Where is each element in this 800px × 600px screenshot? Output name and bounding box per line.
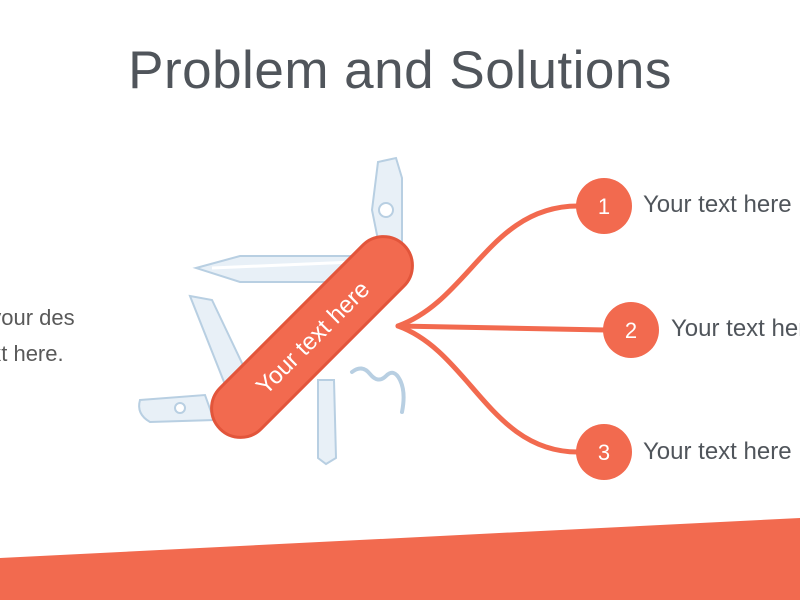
solution-marker-2 <box>603 302 659 358</box>
knife-handle-body <box>211 236 413 438</box>
problem-description: t your des ext here. <box>0 300 138 372</box>
connector-branch-3 <box>395 323 581 455</box>
bottle-opener-hole <box>378 202 394 218</box>
solution-markers: 1 2 3 <box>576 178 659 480</box>
solution-marker-3 <box>576 424 632 480</box>
connector-branch-2 <box>395 323 609 333</box>
main-blade-shine <box>211 260 355 270</box>
can-opener-hole <box>174 402 186 414</box>
solution-text-2: Your text here <box>671 315 800 342</box>
connector-branches <box>395 203 609 455</box>
slide-title: Problem and Solutions <box>128 41 672 100</box>
solution-text-1: Your text here <box>643 191 792 218</box>
connector-branch-1 <box>395 203 581 329</box>
solution-text-3: Your text here <box>643 438 792 465</box>
solution-number-1: 1 <box>598 194 610 219</box>
problem-description-line-2: ext here. <box>0 341 64 366</box>
knife-handle-outline <box>210 235 414 439</box>
solution-number-3: 3 <box>598 440 610 465</box>
solution-number-2: 2 <box>625 318 637 343</box>
corkscrew <box>350 366 406 414</box>
bottom-accent-band <box>0 518 800 600</box>
problem-description-line-1: t your des <box>0 305 75 330</box>
knife-tools-illustration <box>138 156 406 466</box>
solution-marker-1 <box>576 178 632 234</box>
small-vertical-blade <box>317 379 338 466</box>
